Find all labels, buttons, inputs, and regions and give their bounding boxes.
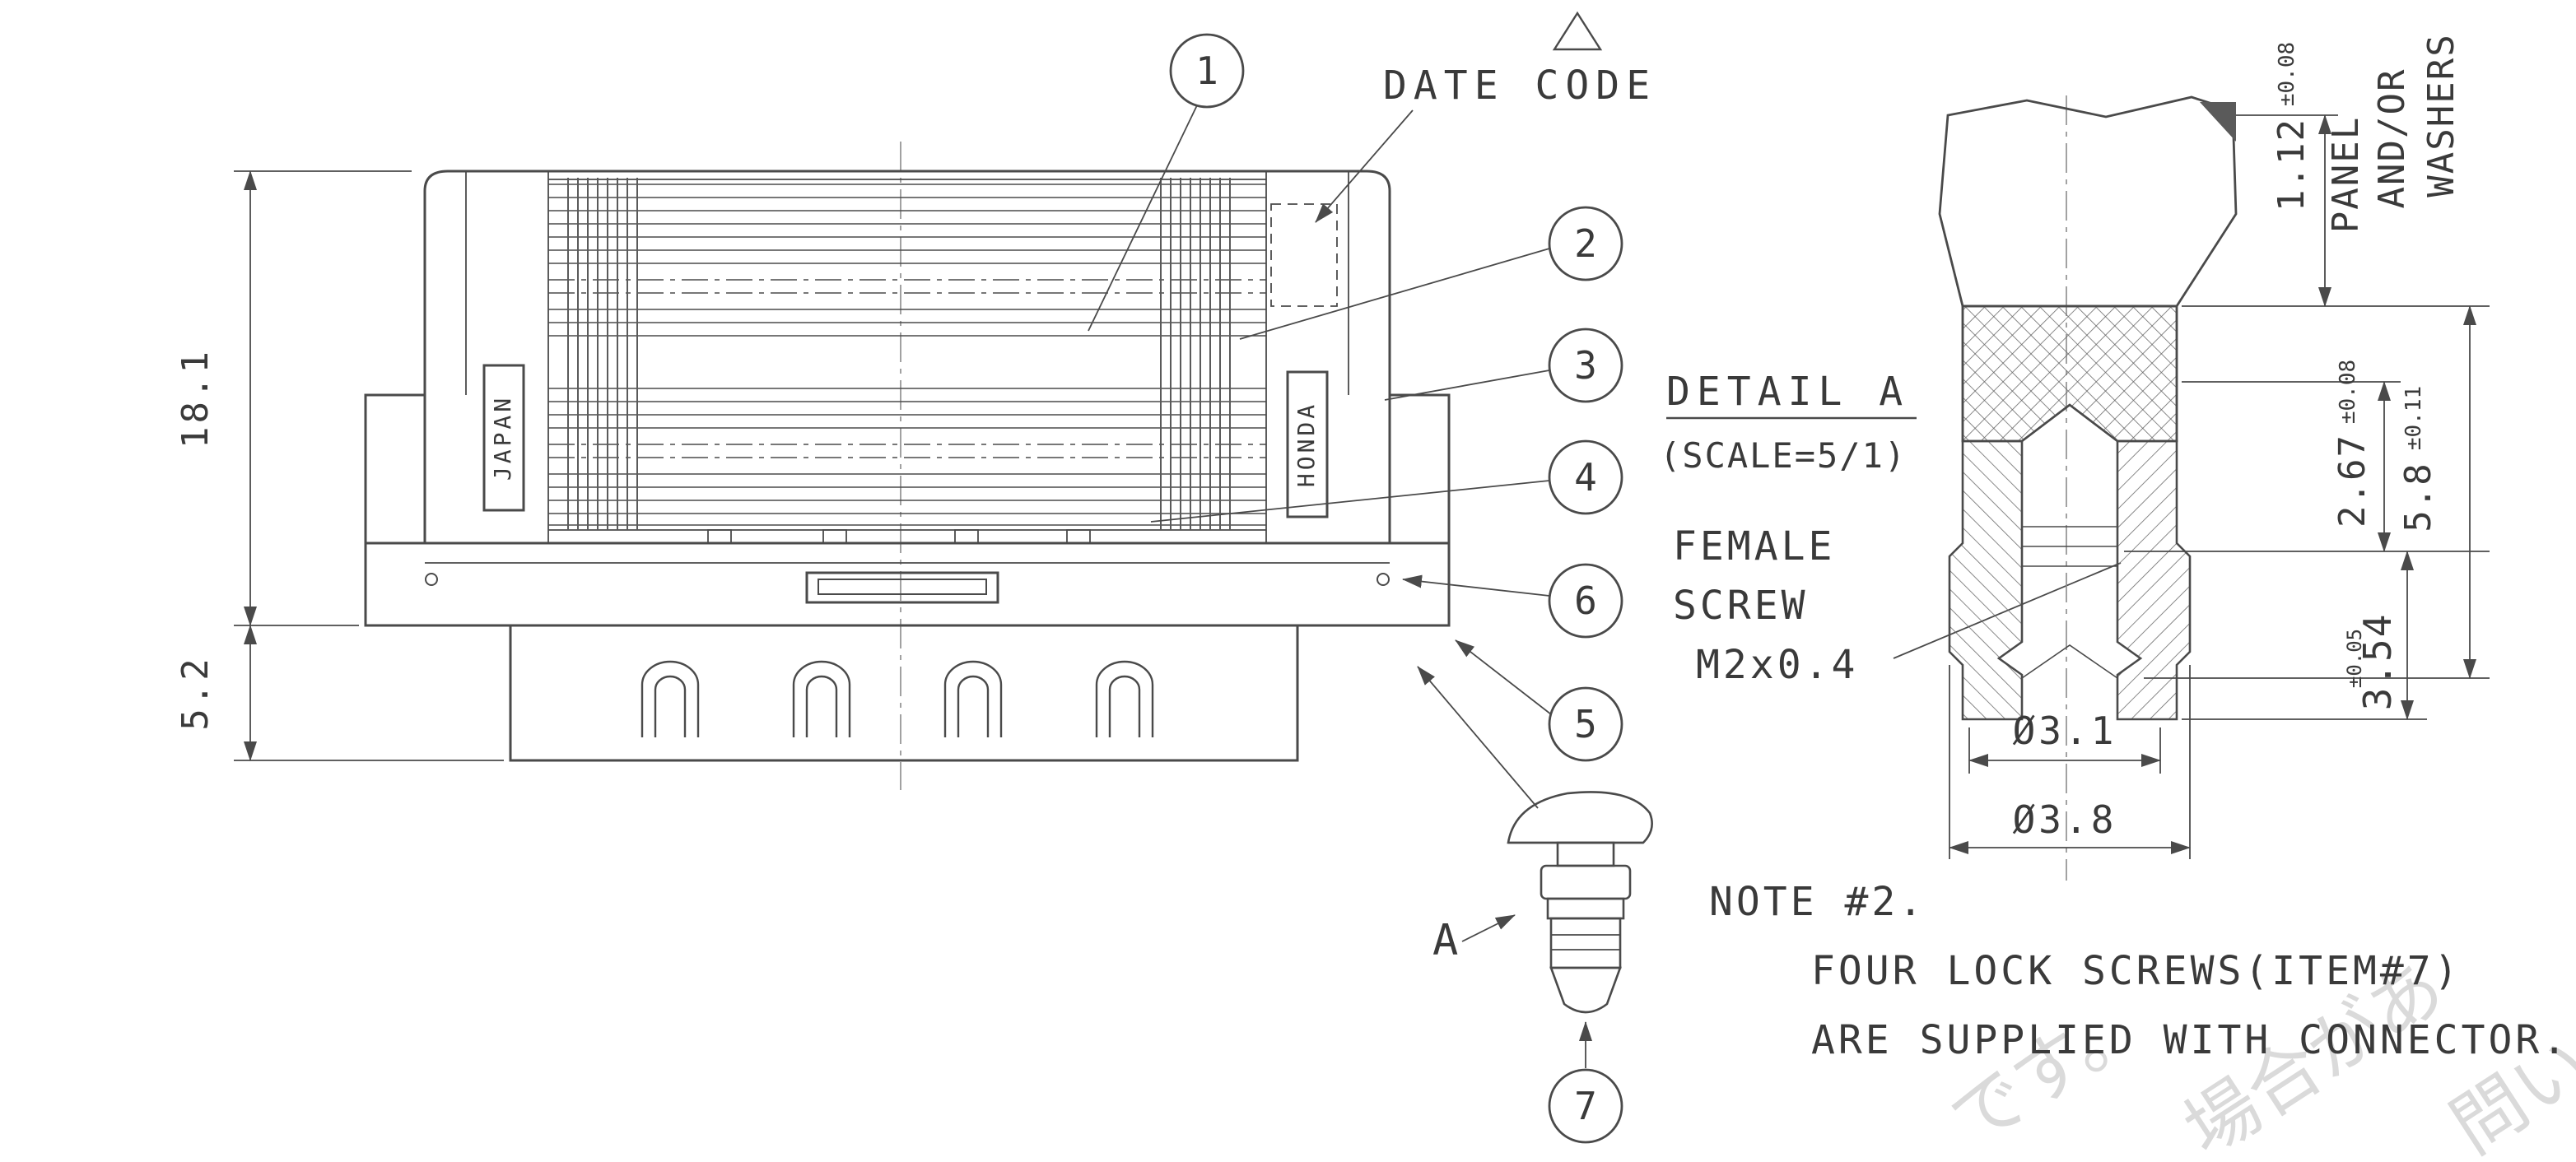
washers-label: WASHERS	[2420, 33, 2462, 197]
dimension-5-8-tolerance: ±0.11	[2401, 386, 2426, 450]
detail-a-dimensions	[1949, 114, 2490, 859]
female-thread-lines	[2021, 526, 2118, 679]
balloon-3-number: 3	[1574, 343, 1597, 388]
revision-triangle-icon	[1552, 11, 1603, 51]
marking-japan: JAPAN	[489, 395, 516, 481]
view-arrow-a-label: A	[1432, 916, 1461, 965]
note-line-2: FOUR LOCK SCREWS(ITEM#7)	[1811, 948, 2462, 994]
date-code-region	[1270, 203, 1338, 307]
dimension-dia-3-8: Ø3.8	[2013, 797, 2117, 842]
balloon-callouts: 1 2 3 4 6 5 7	[1169, 33, 1623, 1144]
lock-screw-hole-right	[1377, 573, 1390, 586]
panel-washer-piece	[1938, 95, 2238, 308]
note-line-3: ARE SUPPLIED WITH CONNECTOR.	[1811, 1017, 2569, 1063]
dimension-3-54-tolerance: ±0.05	[2343, 629, 2366, 688]
balloon-2: 2	[1548, 206, 1623, 281]
balloon-6: 6	[1548, 563, 1623, 639]
detail-a-title: DETAIL A	[1666, 369, 1909, 415]
balloon-7: 7	[1548, 1068, 1623, 1144]
dimension-3-54: 3.54	[2355, 613, 2400, 711]
note-title: NOTE #2.	[1709, 879, 1926, 925]
lock-screw-hole-left	[425, 573, 438, 586]
balloon-4-number: 4	[1574, 455, 1597, 500]
marking-honda: HONDA	[1293, 402, 1320, 487]
ribbon-contact-lines	[548, 184, 1266, 526]
female-screw-label-2: SCREW	[1673, 583, 1809, 629]
note-block: NOTE #2. FOUR LOCK SCREWS(ITEM#7) ARE SU…	[1709, 879, 2569, 1063]
female-screw-label-1: FEMALE	[1673, 523, 1835, 569]
dimension-1-12-tolerance: ±0.08	[2275, 42, 2299, 106]
detail-a-scale: (SCALE=5/1)	[1660, 435, 1907, 476]
female-screw-label-3: M2x0.4	[1696, 642, 1858, 688]
leader-lines	[1088, 105, 2122, 1068]
balloon-5: 5	[1548, 686, 1623, 762]
ribbon-centerlines	[548, 279, 1266, 458]
connector-front-view	[364, 142, 1451, 790]
connector-inner-lines	[425, 171, 1390, 564]
watermark-fragment: です。	[1935, 978, 2158, 1162]
dimension-1-12: 1.12	[2271, 118, 2313, 211]
dimension-5-2: 5.2	[175, 655, 217, 730]
pin-cluster-right	[1156, 178, 1238, 530]
balloon-4: 4	[1548, 439, 1623, 515]
dimension-18-1: 18.1	[175, 348, 217, 449]
lock-screw-item-7	[1507, 791, 1653, 1014]
mounting-channels	[641, 660, 1154, 737]
and-or-label: AND/OR	[2371, 68, 2413, 209]
balloon-3: 3	[1548, 328, 1623, 403]
dimension-2-67-tolerance: ±0.08	[2336, 360, 2360, 424]
dimension-2-67: 2.67	[2331, 434, 2373, 528]
pin-cluster-left	[563, 178, 645, 530]
balloon-5-number: 5	[1574, 702, 1597, 746]
panel-label: PANEL	[2325, 116, 2367, 233]
balloon-1: 1	[1169, 33, 1245, 109]
front-view-dimensions	[234, 170, 504, 761]
date-code-label: DATE CODE	[1383, 63, 1656, 109]
balloon-1-number: 1	[1195, 49, 1218, 93]
balloon-6-number: 6	[1574, 579, 1597, 623]
detail-a-view	[1938, 95, 2490, 881]
lock-screw-section	[1948, 304, 2192, 721]
balloon-7-number: 7	[1574, 1084, 1597, 1128]
dimension-5-8: 5.8	[2397, 462, 2439, 532]
connector-shell-outline	[364, 170, 1451, 762]
dimension-dia-3-1: Ø3.1	[2013, 709, 2117, 753]
balloon-2-number: 2	[1574, 221, 1597, 266]
